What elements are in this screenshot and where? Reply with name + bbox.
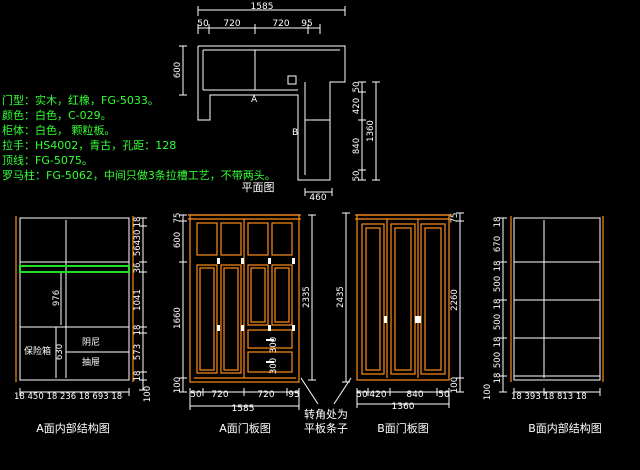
door-a-dim-top: 75 bbox=[173, 213, 183, 224]
view-door-b: 2435 75 2260 100 50 420 840 50 1360 B面门板… bbox=[336, 212, 464, 435]
door-a-drawer-2 bbox=[247, 351, 293, 373]
interior-b-dim-9: 100 bbox=[483, 384, 493, 400]
door-b-total: 1360 bbox=[392, 402, 415, 412]
door-b-seg-2: 840 bbox=[406, 390, 423, 400]
door-b-seg-0: 50 bbox=[356, 390, 368, 400]
interior-a-dim-4: 1041 bbox=[133, 289, 143, 311]
door-a-seg-2: 720 bbox=[257, 390, 274, 400]
plan-depth-left: 600 bbox=[173, 62, 183, 78]
interior-b-dim-2: 18 bbox=[493, 261, 503, 272]
door-a-seg-0: 50 bbox=[190, 390, 202, 400]
plan-seg-left: 50 bbox=[197, 19, 209, 29]
plan-v-total: 1360 bbox=[366, 120, 376, 142]
plan-total-width: 1585 bbox=[251, 2, 274, 12]
door-a-dim-base: 100 bbox=[173, 377, 183, 393]
door-a-height: 2335 bbox=[302, 286, 312, 308]
interior-b-title: B面内部结构图 bbox=[528, 421, 602, 435]
interior-b-dim-0: 18 bbox=[493, 217, 503, 228]
door-a-drawer-dim-1: 300 bbox=[269, 337, 279, 353]
interior-a-dim-0: 18 bbox=[133, 217, 143, 228]
plan-v-420: 420 bbox=[352, 98, 362, 114]
interior-a-dim-7: 18 bbox=[133, 371, 143, 382]
interior-b-frame bbox=[513, 217, 601, 381]
plan-v-840: 840 bbox=[352, 138, 362, 154]
interior-a-middle: 976 bbox=[52, 290, 62, 306]
door-a-seg-1: 720 bbox=[211, 390, 228, 400]
plan-depth-b: 460 bbox=[309, 193, 326, 203]
interior-b-dim-4: 18 bbox=[493, 299, 503, 310]
spec-color: 颜色：白色，C-029。 bbox=[2, 108, 112, 122]
spec-body: 柜体：白色， 颗粒板。 bbox=[2, 123, 116, 137]
interior-b-dim-1: 670 bbox=[493, 236, 503, 252]
spec-roman-column: 罗马柱：FG-5062，中间只做3条拉槽工艺，不带两头。 bbox=[2, 168, 276, 182]
interior-a-frame bbox=[19, 217, 130, 381]
drawer-text-2: 抽屉 bbox=[82, 356, 100, 368]
hanging-rod bbox=[19, 265, 130, 273]
door-b-seg-1: 420 bbox=[369, 390, 386, 400]
plan-label-b: B bbox=[292, 128, 298, 138]
interior-a-drawer-dim: 630 bbox=[55, 344, 65, 360]
interior-a-title: A面内部结构图 bbox=[36, 421, 110, 435]
door-a-title: A面门板图 bbox=[219, 421, 271, 435]
plan-seg-a2: 720 bbox=[272, 19, 289, 29]
interior-b-dim-8: 18 bbox=[493, 373, 503, 384]
plan-label-a: A bbox=[251, 95, 258, 105]
safe-label: 保险箱 bbox=[24, 345, 51, 357]
view-interior-a: 18 30 564 36 1041 18 573 18 100 976 630 … bbox=[14, 216, 153, 435]
spec-top-line: 顶线：FG-5075。 bbox=[2, 153, 93, 167]
interior-b-dim-7: 500 bbox=[493, 352, 503, 368]
plan-v-top: 50 bbox=[352, 82, 362, 93]
door-b-seg-3: 50 bbox=[438, 390, 450, 400]
interior-a-dim-8: 100 bbox=[143, 386, 153, 402]
interior-a-dim-5: 18 bbox=[133, 325, 143, 336]
note-line-2: 平板条子 bbox=[304, 421, 348, 435]
corner-note: 转角处为 平板条子 bbox=[300, 377, 352, 435]
plan-seg-right: 95 bbox=[301, 19, 312, 29]
interior-b-bottom-dims: 18 393 18 813 18 bbox=[511, 392, 587, 402]
interior-b-dim-3: 500 bbox=[493, 276, 503, 292]
view-interior-b: 18 670 18 500 18 500 18 500 18 100 18 39… bbox=[483, 216, 604, 435]
door-a-dim-upper: 600 bbox=[173, 232, 183, 248]
door-b-height-left: 2435 bbox=[336, 286, 346, 308]
spec-door-type: 门型：实木，红橡，FG-5033。 bbox=[2, 93, 159, 107]
plan-title: 平面图 bbox=[242, 181, 275, 194]
plan-cabinet-outline bbox=[197, 45, 346, 181]
door-b-top: 75 bbox=[450, 213, 460, 224]
interior-b-dim-6: 18 bbox=[493, 337, 503, 348]
note-line-1: 转角处为 bbox=[304, 407, 348, 421]
door-a-total: 1585 bbox=[232, 404, 255, 414]
door-b-title: B面门板图 bbox=[377, 421, 429, 435]
spec-handle: 拉手：HS4002，青古，孔距：128 bbox=[2, 138, 176, 152]
door-b-bottom: 100 bbox=[450, 377, 460, 393]
door-a-dim-lower: 1660 bbox=[173, 307, 183, 329]
door-a-drawer-dim-2: 300 bbox=[269, 358, 279, 374]
interior-a-dim-3: 36 bbox=[133, 263, 143, 274]
interior-a-dim-1: 30 bbox=[133, 230, 143, 241]
spec-notes: 门型：实木，红橡，FG-5033。 颜色：白色，C-029。 柜体：白色， 颗粒… bbox=[2, 93, 276, 182]
door-a-seg-3: 95 bbox=[288, 390, 299, 400]
door-b-height-right: 2260 bbox=[450, 289, 460, 311]
interior-a-dim-6: 573 bbox=[133, 344, 143, 360]
plan-v-bottom: 50 bbox=[352, 171, 362, 182]
view-door-a: 75 600 1660 100 2335 300 300 50 720 720 … bbox=[173, 213, 316, 435]
plan-corner-post bbox=[287, 75, 297, 85]
plan-view bbox=[179, 6, 380, 196]
drawer-text-1: 阴尼 bbox=[82, 337, 100, 348]
interior-b-dim-5: 500 bbox=[493, 314, 503, 330]
plan-seg-a1: 720 bbox=[223, 19, 240, 29]
interior-a-bottom-dims: 18 450 18 236 18 693 18 bbox=[14, 392, 122, 402]
interior-a-dim-2: 564 bbox=[133, 240, 143, 256]
